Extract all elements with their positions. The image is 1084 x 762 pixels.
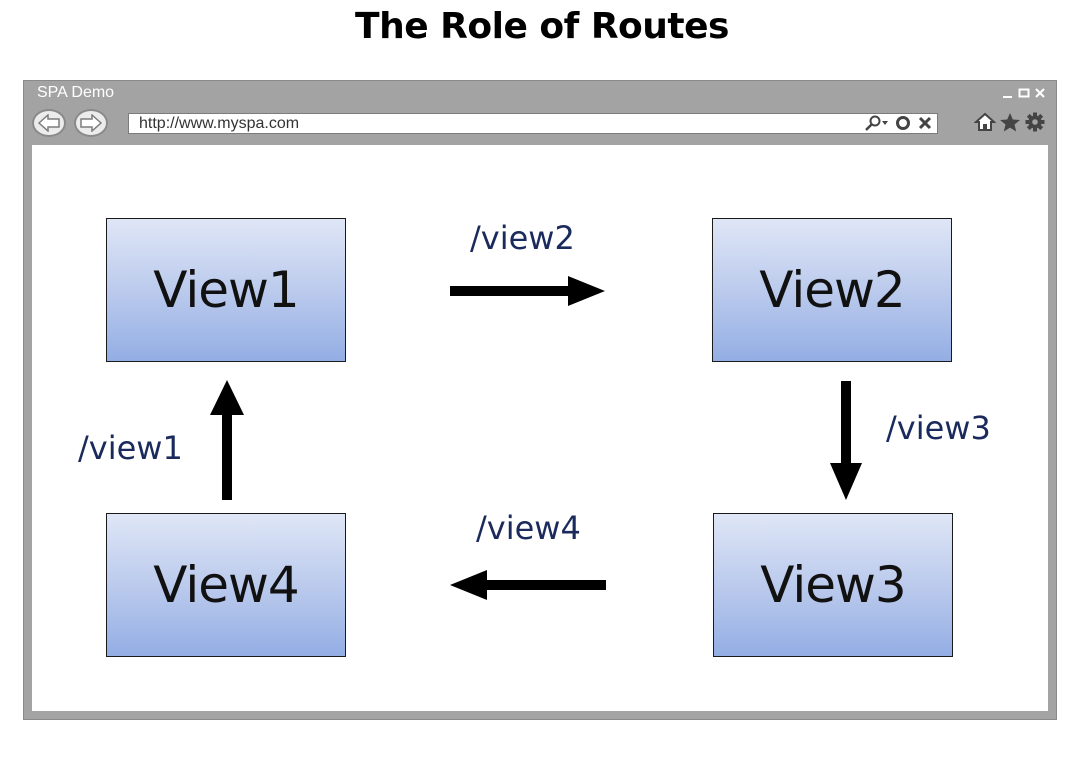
view4-box: View4 [106,513,346,657]
route-label-view3: /view3 [886,409,991,447]
arrow-view4-to-view1 [210,380,244,500]
refresh-icon[interactable] [894,115,912,135]
close-icon[interactable] [1034,84,1046,103]
arrow-view2-to-view3 [830,381,862,500]
search-icon[interactable] [863,115,889,135]
window-controls [1002,84,1046,103]
arrow-view3-to-view4 [450,570,606,600]
route-label-view4: /view4 [476,509,581,547]
stop-icon[interactable] [917,115,933,135]
gear-icon[interactable] [1024,112,1046,136]
maximize-icon[interactable] [1018,84,1030,103]
view1-box: View1 [106,218,346,362]
view1-label: View1 [153,261,299,319]
view3-box: View3 [713,513,953,657]
star-icon[interactable] [999,112,1021,136]
view2-label: View2 [759,261,905,319]
address-url[interactable]: http://www.myspa.com [139,115,300,132]
back-button[interactable] [32,109,66,137]
browser-window: SPA Demo http://www.myspa.com [23,80,1057,720]
route-label-view1: /view1 [78,429,183,467]
forward-arrow-icon [80,114,102,132]
view2-box: View2 [712,218,952,362]
minimize-icon[interactable] [1002,84,1014,103]
view3-label: View3 [760,556,906,614]
browser-toolbar [973,112,1046,136]
view4-label: View4 [153,556,299,614]
browser-content: View1 View2 View3 View4 [32,145,1048,711]
arrow-view1-to-view2 [450,276,605,306]
address-bar[interactable]: http://www.myspa.com [128,113,938,134]
route-label-view2: /view2 [470,219,575,257]
home-icon[interactable] [973,112,997,136]
back-arrow-icon [38,114,60,132]
forward-button[interactable] [74,109,108,137]
page-title: The Role of Routes [355,6,729,47]
window-title: SPA Demo [37,84,115,101]
route-arrows [210,276,862,600]
